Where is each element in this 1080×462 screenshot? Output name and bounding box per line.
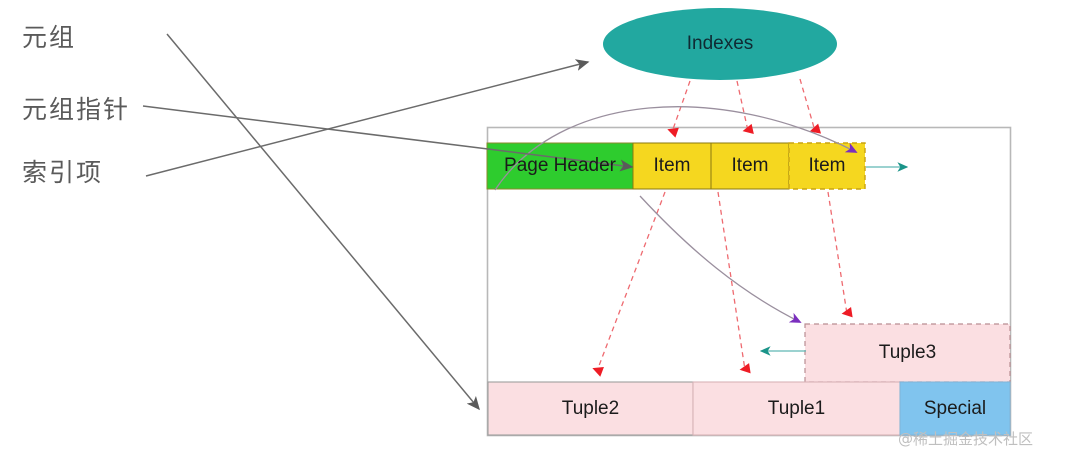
watermark: @稀土掘金技术社区 bbox=[898, 430, 1034, 448]
leader-line-tuple-pointer bbox=[142, 105, 634, 172]
tuple1-box[interactable] bbox=[692, 381, 901, 436]
item-cell-2[interactable] bbox=[710, 142, 790, 190]
tuple3-box[interactable] bbox=[804, 323, 1011, 383]
leader-line-tuple bbox=[166, 33, 480, 411]
item-arrow-tuple1 bbox=[717, 191, 751, 374]
index-arrow-item3 bbox=[799, 78, 822, 134]
item-cell-1[interactable] bbox=[632, 142, 712, 190]
item-arrow-tuple3 bbox=[827, 191, 853, 318]
tuple1-label: Tuple1 bbox=[767, 397, 826, 419]
special-label: Special bbox=[923, 397, 987, 419]
item-arrow-tuple2 bbox=[592, 191, 666, 377]
page-header-cell[interactable] bbox=[486, 142, 634, 190]
item-label-3: Item bbox=[808, 155, 846, 176]
item-curve-arrow bbox=[639, 195, 802, 323]
annotation-tuple-pointer: 元组指针 bbox=[22, 95, 131, 124]
item-label-2: Item bbox=[731, 155, 769, 176]
index-arrow-item2 bbox=[736, 80, 754, 134]
tuple2-box[interactable] bbox=[487, 381, 694, 436]
item-label-1: Item bbox=[653, 155, 691, 176]
tuple3-label: Tuple3 bbox=[878, 342, 937, 363]
indexes-label: Indexes bbox=[686, 33, 754, 54]
page-header-label: Page Header bbox=[504, 155, 616, 176]
indexes-ellipse[interactable] bbox=[603, 8, 837, 80]
special-box[interactable] bbox=[899, 381, 1011, 436]
leader-line-index-item bbox=[145, 59, 590, 177]
annotation-index-item: 索引项 bbox=[22, 158, 104, 187]
page-curve-arrow bbox=[494, 106, 858, 191]
annotation-tuple: 元组 bbox=[22, 23, 77, 52]
tuple2-label: Tuple2 bbox=[561, 397, 620, 419]
